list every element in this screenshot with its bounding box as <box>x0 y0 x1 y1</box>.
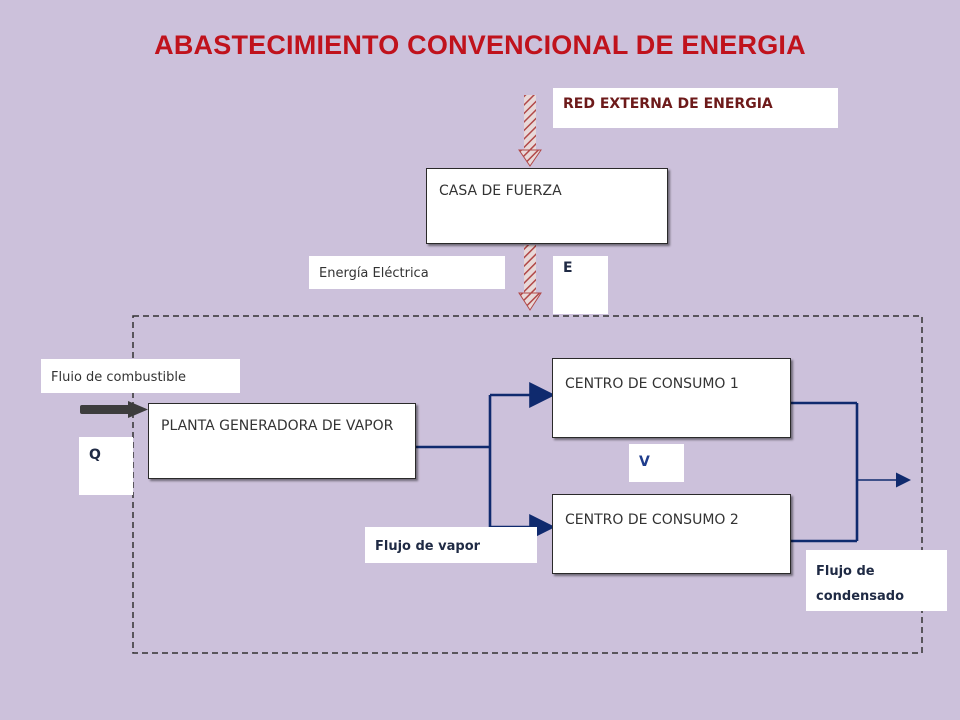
v-label: V <box>629 444 684 482</box>
q-label: Q <box>79 437 133 495</box>
e-label: E <box>553 256 608 314</box>
flujo-condensado-label: Flujo de condensado <box>806 550 947 611</box>
electric-energy-arrow <box>518 245 542 311</box>
steam-lines <box>415 382 556 540</box>
fuel-arrow <box>80 401 148 418</box>
flujo-combustible-label: Fluio de combustible <box>41 359 240 393</box>
flujo-vapor-label: Flujo de vapor <box>365 527 537 563</box>
casa-fuerza-box: CASA DE FUERZA <box>426 168 668 244</box>
centro-consumo-1-box: CENTRO DE CONSUMO 1 <box>552 358 791 438</box>
energy-input-arrow <box>518 95 542 167</box>
condensate-lines <box>790 401 911 543</box>
page-title: ABASTECIMIENTO CONVENCIONAL DE ENERGIA <box>154 30 806 60</box>
energia-electrica-label: Energía Eléctrica <box>309 256 505 289</box>
system-boundary <box>132 315 923 654</box>
planta-generadora-box: PLANTA GENERADORA DE VAPOR <box>148 403 416 479</box>
centro-consumo-2-box: CENTRO DE CONSUMO 2 <box>552 494 791 574</box>
red-externa-label: RED EXTERNA DE ENERGIA <box>553 88 838 128</box>
